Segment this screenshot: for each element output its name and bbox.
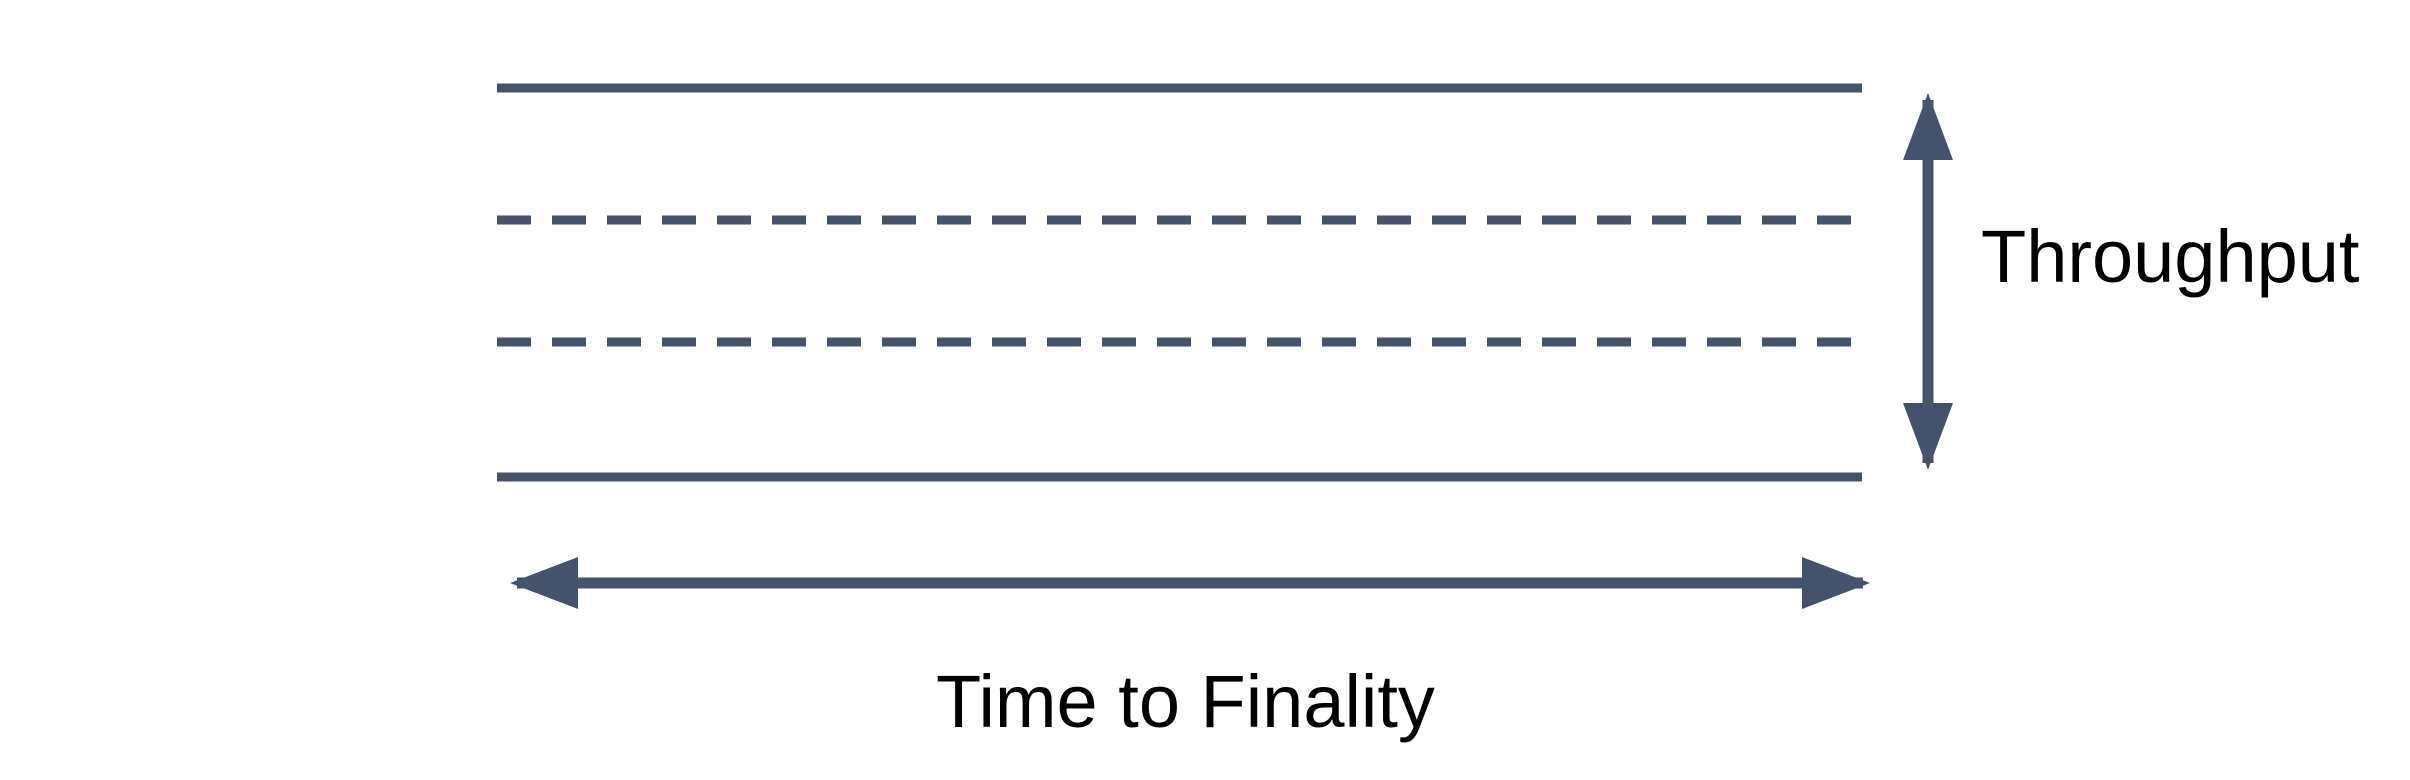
throughput-arrow — [1903, 93, 1953, 470]
throughput-label: Throughput — [1981, 215, 2360, 298]
throughput-arrow-head-down — [1903, 403, 1953, 470]
throughput-arrow-head-up — [1903, 93, 1953, 160]
time-to-finality-label: Time to Finality — [936, 660, 1435, 743]
time-to-finality-arrow — [510, 557, 1870, 609]
time-to-finality-arrow-head-left — [510, 557, 578, 609]
time-to-finality-arrow-head-right — [1802, 557, 1870, 609]
lane-lines-group — [497, 83, 1862, 482]
